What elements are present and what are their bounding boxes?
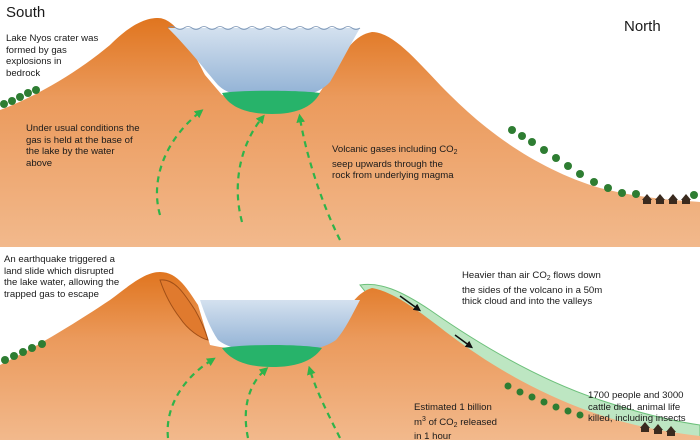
top-village-huts: [642, 194, 691, 204]
volcanic-gases-text-rest: seep upwards through the rock from under…: [332, 158, 454, 182]
heavier-text-rest: the sides of the volcano in a 50m thick …: [462, 284, 603, 308]
flow-arrow-1: [399, 295, 422, 312]
estimated-m: m: [414, 416, 422, 428]
top-lake-surface: [167, 26, 361, 30]
top-panel: [0, 18, 700, 247]
bottom-panel: [0, 272, 700, 440]
south-label: South: [6, 4, 46, 21]
bottom-mountain: [0, 272, 700, 440]
top-trees-left: [0, 86, 40, 108]
heavier-text-b: flows down: [550, 270, 601, 281]
top-lake: [168, 28, 360, 98]
bottom-lake: [200, 300, 360, 352]
bottom-gas-layer: [222, 345, 322, 367]
north-label: North: [624, 18, 661, 35]
estimated-released: released: [457, 416, 498, 428]
top-mountain: [0, 18, 700, 247]
volcanic-gases-text-a: Volcanic gases including CO: [332, 144, 454, 155]
casualties-note: 1700 people and 3000 cattle died. animal…: [588, 390, 686, 424]
heavier-than-air-note: Heavier than air CO2 flows down the sides…: [462, 270, 642, 308]
earthquake-note: An earthquake triggered a land slide whi…: [4, 254, 120, 300]
estimated-release-note: Estimated 1 billion m3 of CO2 released in …: [414, 402, 524, 443]
volcanic-gases-sub: 2: [453, 149, 458, 156]
usual-conditions-note: Under usual conditions the gas is held a…: [26, 123, 140, 169]
estimated-sup: 3: [422, 415, 426, 423]
landslide: [159, 279, 209, 341]
heavier-sub: 2: [546, 275, 551, 282]
estimated-line3: in 1 hour: [414, 431, 452, 443]
top-gas-layer: [222, 90, 320, 114]
top-gas-arrow-3: [296, 113, 341, 241]
bottom-trees-right: [504, 382, 584, 419]
heavier-text-a: Heavier than air CO: [462, 270, 547, 281]
bottom-gas-arrow-2: [244, 367, 269, 439]
estimated-line1: Estimated 1 billion: [414, 402, 492, 413]
bottom-trees-left: [1, 340, 46, 364]
estimated-of-co: of CO: [425, 416, 454, 428]
volcanic-gases-note: Volcanic gases including CO2 seep upwards…: [332, 144, 502, 182]
bottom-village-huts: [640, 422, 676, 436]
crater-note: Lake Nyos crater was formed by gas explo…: [6, 33, 99, 79]
top-gas-arrow-2: [236, 114, 265, 223]
estimated-sub: 2: [453, 421, 458, 429]
top-tree-edge: [690, 191, 698, 199]
bottom-gas-arrow-3: [307, 365, 341, 439]
top-gas-arrow-1: [155, 109, 204, 216]
flow-arrow-2: [454, 334, 474, 349]
top-trees-right: [508, 126, 640, 198]
